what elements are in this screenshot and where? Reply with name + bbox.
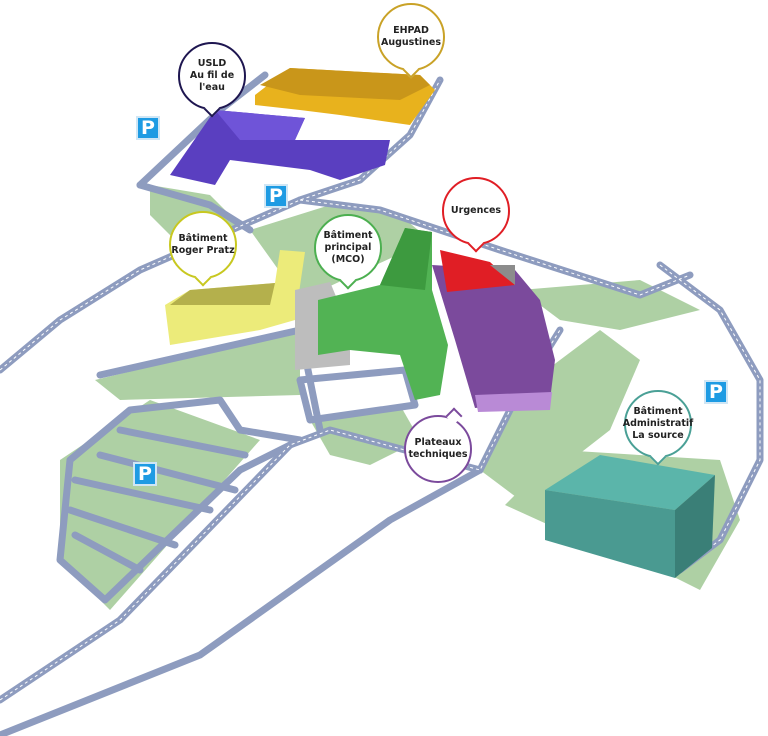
building-plateaux[interactable] [432, 265, 555, 412]
building-usld[interactable] [170, 110, 390, 185]
label-text: Plateaux techniques [408, 437, 468, 460]
building-urgences[interactable] [440, 250, 515, 292]
urgences-annex [490, 265, 515, 285]
label-text: EHPAD Augustines [381, 25, 441, 48]
parking-sign-north: P [264, 184, 288, 208]
building-administratif[interactable] [545, 455, 715, 578]
label-batiment-administratif[interactable]: Bâtiment Administratif La source [622, 390, 694, 458]
building-roger-pratz[interactable] [165, 250, 305, 345]
label-urgences[interactable]: Urgences [442, 177, 510, 245]
building-principal[interactable] [318, 228, 448, 400]
label-ehpad-augustines[interactable]: EHPAD Augustines [377, 3, 445, 71]
parking-sign-east: P [704, 380, 728, 404]
label-roger-pratz[interactable]: Bâtiment Roger Pratz [169, 211, 237, 279]
label-text: USLD Au fil de l'eau [189, 58, 235, 93]
label-usld[interactable]: USLD Au fil de l'eau [178, 42, 246, 110]
label-text: Bâtiment principal (MCO) [323, 230, 373, 265]
label-batiment-principal[interactable]: Bâtiment principal (MCO) [314, 214, 382, 282]
roads [0, 71, 764, 736]
label-text: Bâtiment Roger Pratz [171, 233, 235, 256]
label-plateaux-techniques[interactable]: Plateaux techniques [404, 415, 472, 483]
parking-sign-usld: P [136, 116, 160, 140]
building-ehpad[interactable] [255, 68, 435, 125]
label-text: Bâtiment Administratif La source [622, 406, 694, 441]
parking-sign-southwest: P [133, 462, 157, 486]
label-text: Urgences [450, 205, 502, 217]
